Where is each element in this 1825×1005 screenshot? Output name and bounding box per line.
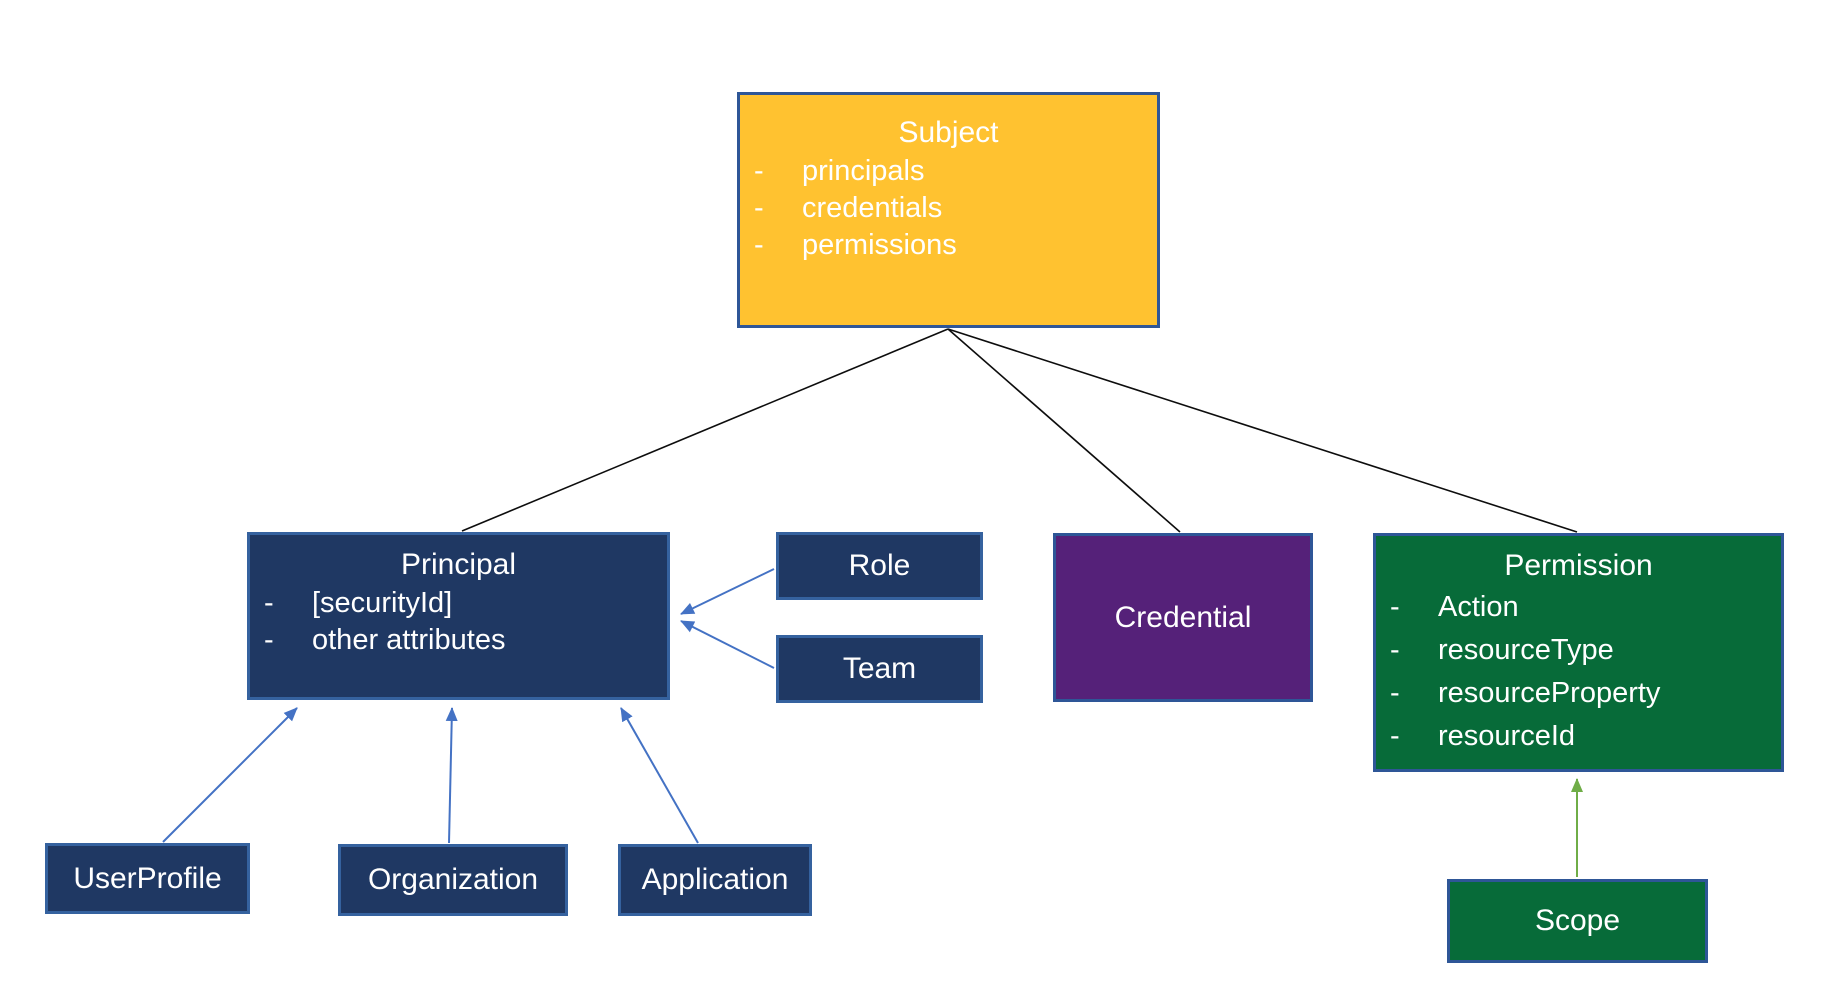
subject-item: - credentials	[740, 190, 1157, 227]
bullet-dash: -	[1390, 634, 1400, 666]
permission-items: - Action - resourceType - resourceProper…	[1376, 586, 1781, 758]
subject-item: - principals	[740, 153, 1157, 190]
subject-item-text: permissions	[802, 229, 957, 261]
principal-node: Principal - [securityId] - other attribu…	[247, 532, 670, 700]
bullet-dash: -	[754, 155, 764, 187]
principal-item: - [securityId]	[250, 585, 667, 622]
edge-team-principal	[680, 620, 775, 669]
principal-item: - other attributes	[250, 622, 667, 659]
permission-item: - resourceType	[1376, 629, 1781, 672]
edge-subject-credential	[947, 328, 1181, 533]
edge-organization-principal	[445, 707, 458, 844]
bullet-dash: -	[754, 192, 764, 224]
application-title: Application	[641, 863, 789, 896]
permission-item: - resourceProperty	[1376, 672, 1781, 715]
scope-node: Scope	[1447, 879, 1708, 963]
role-title: Role	[848, 549, 911, 582]
application-node: Application	[618, 844, 812, 916]
subject-title: Subject	[898, 116, 999, 149]
permission-node: Permission - Action - resourceType - res…	[1373, 533, 1784, 772]
subject-item: - permissions	[740, 227, 1157, 264]
bullet-dash: -	[1390, 677, 1400, 709]
permission-item-text: resourceProperty	[1438, 677, 1661, 709]
userprofile-title: UserProfile	[73, 861, 222, 895]
edge-application-principal	[620, 707, 699, 844]
subject-items: - principals - credentials - permissions	[740, 153, 1157, 264]
permission-title: Permission	[1504, 549, 1653, 582]
bullet-dash: -	[264, 624, 274, 656]
permission-item: - Action	[1376, 586, 1781, 629]
userprofile-node: UserProfile	[45, 843, 250, 914]
credential-title: Credential	[1114, 600, 1252, 634]
bullet-dash: -	[264, 587, 274, 619]
principal-title: Principal	[400, 548, 517, 581]
team-title: Team	[842, 652, 917, 685]
bullet-dash: -	[1390, 591, 1400, 623]
permission-item-text: resourceType	[1438, 634, 1614, 666]
team-node: Team	[776, 635, 983, 703]
edge-subject-principal	[461, 328, 949, 532]
subject-node: Subject - principals - credentials - per…	[737, 92, 1160, 328]
credential-node: Credential	[1053, 533, 1313, 702]
bullet-dash: -	[1390, 720, 1400, 752]
role-node: Role	[776, 532, 983, 600]
permission-item-text: Action	[1438, 591, 1519, 623]
edge-userprofile-principal	[162, 707, 298, 843]
scope-title: Scope	[1534, 904, 1621, 937]
subject-item-text: credentials	[802, 192, 943, 224]
bullet-dash: -	[754, 229, 764, 261]
principal-item-text: [securityId]	[312, 587, 453, 619]
organization-title: Organization	[367, 863, 539, 896]
principal-items: - [securityId] - other attributes	[250, 585, 667, 659]
permission-item: - resourceId	[1376, 715, 1781, 758]
edge-role-principal	[680, 568, 775, 615]
subject-item-text: principals	[802, 155, 925, 187]
permission-item-text: resourceId	[1438, 720, 1576, 752]
edge-subject-permission	[947, 328, 1578, 533]
principal-item-text: other attributes	[312, 624, 506, 656]
organization-node: Organization	[338, 844, 568, 916]
